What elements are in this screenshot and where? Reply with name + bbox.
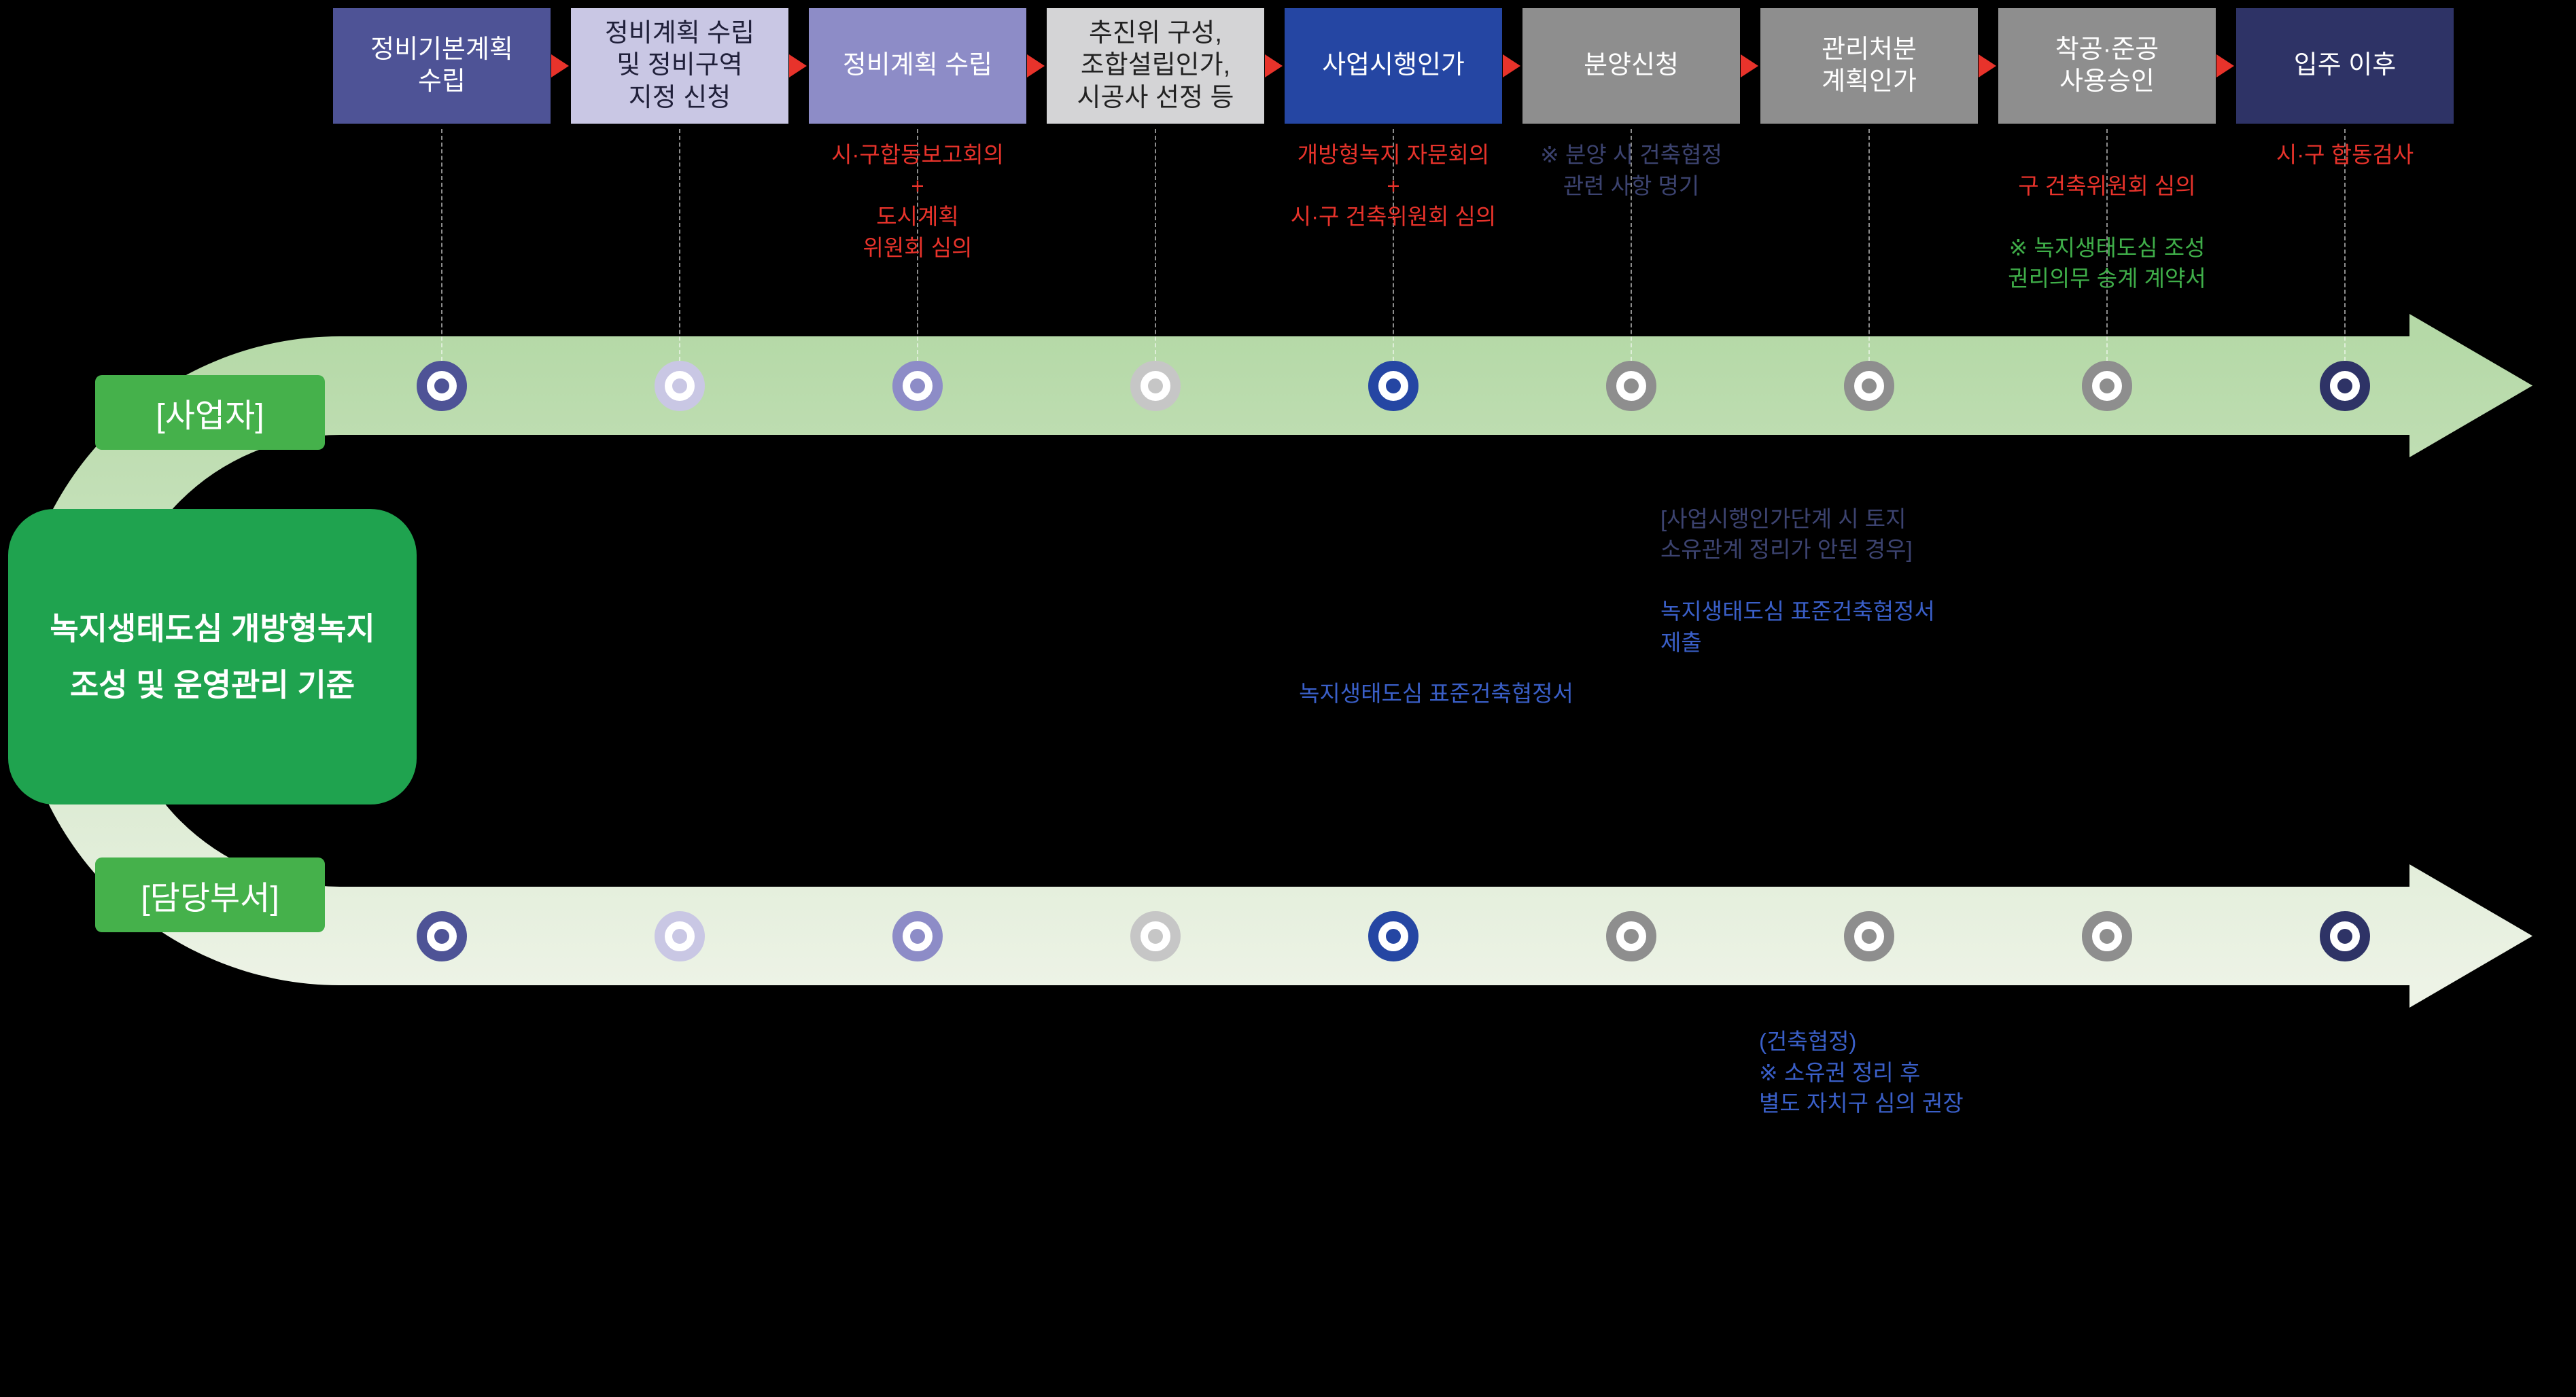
lane-top-marker-6 <box>1606 361 1656 411</box>
note-land-case: [사업시행인가단계 시 토지 소유관계 정리가 안된 경우] 녹지생태도심 표준… <box>1660 472 2041 689</box>
stage-label: 정비계획 수립 및 정비구역 지정 신청 <box>571 8 788 124</box>
stage-guide-line <box>2106 129 2108 361</box>
stage-3-plan-establish: 정비계획 수립 <box>809 8 1026 124</box>
stage-guide-line <box>679 129 680 361</box>
stage-arrow-icon <box>1979 54 1996 77</box>
stage-8-construction: 착공·준공 사용승인 <box>1998 8 2216 124</box>
note-sale: ※ 분양 시 건축협정 관련 사항 명기 <box>1540 142 1722 198</box>
lane-label-department: [담당부서] <box>95 857 325 932</box>
stage-1-basic-plan: 정비기본계획 수립 <box>333 8 551 124</box>
stage-arrow-icon <box>1027 54 1045 77</box>
lane-bottom-marker-2 <box>655 911 705 961</box>
marker-dot <box>655 911 705 961</box>
stage-label: 관리처분 계획인가 <box>1760 8 1978 124</box>
stage-guide-line <box>1393 129 1394 361</box>
stage-guide-line <box>441 129 442 361</box>
marker-dot <box>1130 361 1181 411</box>
lane-bottom-marker-8 <box>2082 911 2132 961</box>
lane-bottom-marker-4 <box>1130 911 1181 961</box>
marker-dot <box>1130 911 1181 961</box>
marker-dot <box>1844 361 1894 411</box>
stage-label: 입주 이후 <box>2236 8 2454 124</box>
stage-guide-line <box>1155 129 1156 361</box>
note-construction-review: 구 건축위원회 심의 <box>2018 173 2196 198</box>
note-construction-succession: ※ 녹지생태도심 조성 권리의무 승계 계약서 <box>2008 234 2206 291</box>
marker-dot <box>1844 911 1894 961</box>
marker-dot <box>2320 361 2370 411</box>
stage-guide-line <box>917 129 918 361</box>
note-approval-review: 개방형녹지 자문회의 + 시·구 건축위원회 심의 <box>1290 142 1497 230</box>
stage-arrow-icon <box>2216 54 2234 77</box>
marker-dot <box>1606 911 1656 961</box>
note-agreement-center: 녹지생태도심 표준건축협정서 <box>1299 681 1573 706</box>
stage-arrow-icon <box>551 54 569 77</box>
stage-arrow-icon <box>1265 54 1283 77</box>
stage-label: 정비기본계획 수립 <box>333 8 551 124</box>
stage-arrow-icon <box>789 54 807 77</box>
lane-bottom-marker-9 <box>2320 911 2370 961</box>
lane-bottom-marker-6 <box>1606 911 1656 961</box>
note-construction: 구 건축위원회 심의 ※ 녹지생태도심 조성 권리의무 승계 계약서 <box>1957 139 2257 325</box>
lane-bottom-marker-1 <box>417 911 467 961</box>
marker-dot <box>892 361 943 411</box>
lane-bottom-marker-3 <box>892 911 943 961</box>
lane-top-marker-4 <box>1130 361 1181 411</box>
flow-arrowhead-bottom-icon <box>2409 864 2533 1008</box>
lane-top-marker-2 <box>655 361 705 411</box>
marker-dot <box>2082 911 2132 961</box>
marker-dot <box>1606 361 1656 411</box>
marker-dot <box>2320 911 2370 961</box>
stage-guide-line <box>2344 129 2346 361</box>
note-agreement-bottom: (건축협정) ※ 소유권 정리 후 별도 자치구 심의 권장 <box>1759 1029 1964 1116</box>
lane-top-marker-7 <box>1844 361 1894 411</box>
lane-top-marker-8 <box>2082 361 2132 411</box>
marker-dot <box>1368 361 1418 411</box>
lane-bottom-marker-7 <box>1844 911 1894 961</box>
lane-top-marker-3 <box>892 361 943 411</box>
note-movein-inspection: 시·구 합동검사 <box>2276 142 2414 167</box>
marker-dot <box>417 911 467 961</box>
stage-guide-line <box>1868 129 1870 361</box>
stage-label: 사업시행인가 <box>1285 8 1502 124</box>
stage-label: 정비계획 수립 <box>809 8 1026 124</box>
marker-dot <box>892 911 943 961</box>
stage-arrow-icon <box>1503 54 1520 77</box>
marker-dot <box>655 361 705 411</box>
note-land-case-header: [사업시행인가단계 시 토지 소유관계 정리가 안된 경우] <box>1660 506 1913 563</box>
lane-label-business: [사업자] <box>95 375 325 450</box>
stage-label: 분양신청 <box>1522 8 1740 124</box>
lane-top-marker-5 <box>1368 361 1418 411</box>
stage-4-committee: 추진위 구성, 조합설립인가, 시공사 선정 등 <box>1047 8 1264 124</box>
stage-7-management-plan: 관리처분 계획인가 <box>1760 8 1978 124</box>
stage-5-project-approval: 사업시행인가 <box>1285 8 1502 124</box>
lane-top-marker-9 <box>2320 361 2370 411</box>
criteria-box: 녹지생태도심 개방형녹지 조성 및 운영관리 기준 <box>8 509 417 804</box>
stage-label: 추진위 구성, 조합설립인가, 시공사 선정 등 <box>1047 8 1264 124</box>
note-land-case-action: 녹지생태도심 표준건축협정서 제출 <box>1660 599 1935 655</box>
lane-top-marker-1 <box>417 361 467 411</box>
stage-2-zone-designation: 정비계획 수립 및 정비구역 지정 신청 <box>571 8 788 124</box>
marker-dot <box>2082 361 2132 411</box>
marker-dot <box>417 361 467 411</box>
stage-arrow-icon <box>1741 54 1758 77</box>
stage-9-move-in: 입주 이후 <box>2236 8 2454 124</box>
note-plan-review: 시·구합동보고회의 + 도시계획 위원회 심의 <box>831 142 1004 260</box>
lane-bottom-marker-5 <box>1368 911 1418 961</box>
flow-arrowhead-top-icon <box>2409 314 2533 457</box>
stage-label: 착공·준공 사용승인 <box>1998 8 2216 124</box>
stage-guide-line <box>1631 129 1632 361</box>
marker-dot <box>1368 911 1418 961</box>
stage-6-sale-application: 분양신청 <box>1522 8 1740 124</box>
